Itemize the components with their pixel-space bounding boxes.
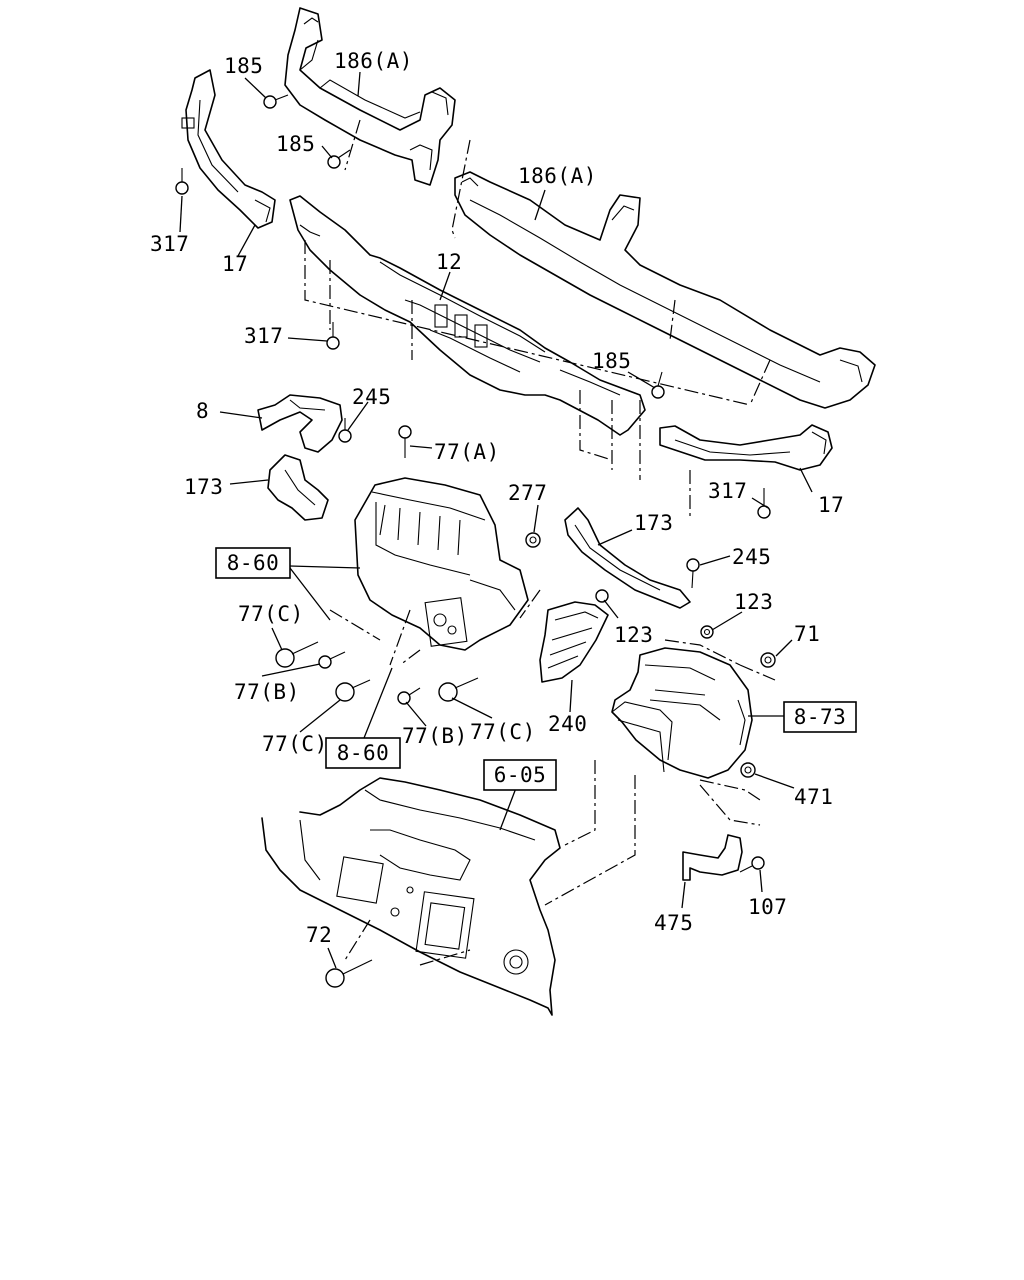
bolt-77a	[398, 425, 412, 458]
bolt-77b-1	[318, 651, 346, 669]
label-277: 277	[508, 481, 547, 505]
blower-unit	[611, 647, 753, 779]
duct-186a-right	[454, 171, 876, 409]
duct-173-left	[267, 454, 329, 521]
label-8: 8	[196, 399, 209, 423]
duct-12-center	[289, 195, 646, 436]
label-173-b: 173	[634, 511, 673, 535]
bolt-107	[739, 856, 765, 873]
ref-box-6-05: 6-05	[483, 759, 557, 791]
label-72: 72	[306, 923, 332, 947]
nut-71	[760, 652, 776, 668]
nut-123-b	[700, 625, 714, 639]
label-475: 475	[654, 911, 693, 935]
label-17-b: 17	[818, 493, 844, 517]
label-77c-3: 77(C)	[470, 720, 536, 744]
label-77a: 77(A)	[434, 440, 500, 464]
label-173-a: 173	[184, 475, 223, 499]
label-185-a: 185	[224, 54, 263, 78]
grille-240	[539, 601, 609, 683]
hardware	[175, 94, 776, 988]
label-245-a: 245	[352, 385, 391, 409]
label-471: 471	[794, 785, 833, 809]
duct-186a-left	[284, 7, 456, 186]
label-77b-1: 77(B)	[234, 680, 300, 704]
label-leaders	[179, 71, 813, 969]
label-317-c: 317	[708, 479, 747, 503]
nut-277	[525, 532, 541, 548]
bolt-317-c	[757, 488, 771, 519]
dash-panel	[261, 777, 561, 1016]
label-107: 107	[748, 895, 787, 919]
bolt-185-b	[327, 149, 351, 169]
label-123-a: 123	[734, 590, 773, 614]
bolt-123-a	[595, 589, 609, 603]
bolt-77c-2	[335, 679, 371, 702]
duct-17-right	[659, 424, 833, 471]
ref-8-60-b: 8-60	[337, 741, 390, 765]
bolt-72	[325, 959, 373, 988]
bolt-77b-2	[397, 687, 421, 705]
duct-173-right	[564, 507, 691, 609]
duct-17-left	[181, 69, 276, 229]
label-123-b: 123	[614, 623, 653, 647]
part-labels: 185 186(A) 185 186(A) 317 17 12 317 185 …	[150, 49, 844, 947]
label-245-b: 245	[732, 545, 771, 569]
bolt-185-a	[263, 94, 289, 109]
bolt-185-c	[651, 371, 665, 399]
bolt-317-a	[175, 168, 189, 195]
label-186a-b: 186(A)	[518, 164, 597, 188]
bolt-245-b	[686, 558, 700, 589]
ref-6-05: 6-05	[494, 763, 547, 787]
ref-8-73: 8-73	[794, 705, 847, 729]
bolt-317-b	[326, 322, 340, 350]
label-240: 240	[548, 712, 587, 736]
label-185-b: 185	[276, 132, 315, 156]
label-77c-2: 77(C)	[262, 732, 328, 756]
bracket-475	[682, 834, 743, 881]
ref-box-8-60-a: 8-60	[215, 547, 291, 579]
label-77c-1: 77(C)	[238, 602, 304, 626]
label-317-b: 317	[244, 324, 283, 348]
ref-8-60-a: 8-60	[227, 551, 280, 575]
label-317-a: 317	[150, 232, 189, 256]
label-12: 12	[436, 250, 462, 274]
label-71: 71	[794, 622, 820, 646]
nut-471	[740, 762, 756, 778]
bolt-245-a	[338, 418, 352, 443]
ref-box-8-73: 8-73	[783, 701, 857, 733]
label-186a-a: 186(A)	[334, 49, 413, 73]
bolt-77c-3	[438, 677, 479, 702]
leader-lines	[304, 119, 776, 966]
label-17-a: 17	[222, 252, 248, 276]
ref-box-8-60-b: 8-60	[325, 737, 401, 769]
hvac-unit	[354, 477, 529, 651]
label-77b-2: 77(B)	[402, 724, 468, 748]
bolt-77c-1	[275, 641, 319, 668]
label-185-c: 185	[592, 349, 631, 373]
duct-8	[257, 394, 343, 453]
